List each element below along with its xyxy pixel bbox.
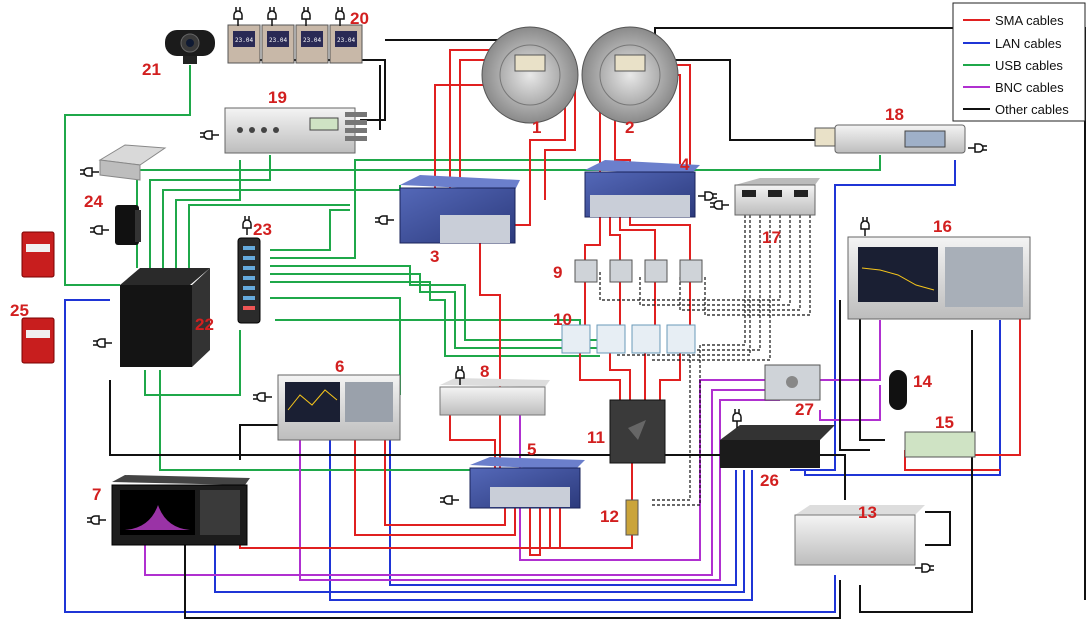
power-plug-icon xyxy=(243,216,251,235)
network-switch xyxy=(720,409,835,468)
temp-readout: 23.04 xyxy=(235,37,253,44)
amplifier-15 xyxy=(905,432,975,457)
power-plug-icon xyxy=(336,7,344,26)
power-plug-icon xyxy=(80,168,99,176)
power-plug-icon xyxy=(234,7,242,26)
label-23: 23 xyxy=(253,220,272,239)
power-plug-icon xyxy=(93,339,112,347)
rf-module-3 xyxy=(375,175,520,243)
label-6: 6 xyxy=(335,357,344,376)
splitters xyxy=(575,260,702,282)
legend-label: Other cables xyxy=(995,102,1069,117)
power-plug-icon xyxy=(375,216,394,224)
rf-module-5 xyxy=(440,457,585,508)
webcam-icon xyxy=(165,30,215,64)
power-plug-icon xyxy=(733,409,741,428)
label-27: 27 xyxy=(795,400,814,419)
power-plug-icon xyxy=(698,192,717,200)
bench-instrument-18 xyxy=(815,125,987,153)
power-supply xyxy=(710,178,820,215)
power-plug-icon xyxy=(253,393,272,401)
temp-readout: 23.04 xyxy=(337,37,355,44)
power-plug-icon xyxy=(440,496,459,504)
attenuators xyxy=(562,325,695,353)
label-2: 2 xyxy=(625,118,634,137)
legend-label: BNC cables xyxy=(995,80,1064,95)
legend-label: LAN cables xyxy=(995,36,1062,51)
legend-label: SMA cables xyxy=(995,13,1064,28)
power-plug-icon xyxy=(968,144,987,152)
legend: SMA cables LAN cables USB cables BNC cab… xyxy=(953,3,1085,121)
power-plug-icon xyxy=(200,131,219,139)
power-plug-icon xyxy=(915,564,934,572)
pc-tower xyxy=(93,268,210,367)
label-22: 22 xyxy=(195,315,214,334)
label-13: 13 xyxy=(858,503,877,522)
power-plug-icon xyxy=(87,516,106,524)
power-plug-icon xyxy=(710,201,729,209)
power-plug-icon xyxy=(90,226,109,234)
temp-controller: 23.04 xyxy=(296,25,328,63)
antenna-icon xyxy=(889,370,907,410)
label-25: 25 xyxy=(10,301,29,320)
temperature-controllers: 23.04 23.04 23.04 23.04 xyxy=(228,7,362,63)
rf-switch-27 xyxy=(765,365,820,400)
combiner xyxy=(610,400,665,463)
legend-label: USB cables xyxy=(995,58,1063,73)
temp-controller: 23.04 xyxy=(228,25,260,63)
label-20: 20 xyxy=(350,9,369,28)
probe-station-1 xyxy=(482,27,578,123)
spectrum-analyzer-7 xyxy=(87,475,250,545)
label-15: 15 xyxy=(935,413,954,432)
label-9: 9 xyxy=(553,263,562,282)
label-24: 24 xyxy=(84,192,103,211)
label-19: 19 xyxy=(268,88,287,107)
rack-controller xyxy=(200,108,367,153)
module-8 xyxy=(440,366,550,415)
network-analyzer xyxy=(253,375,400,440)
label-16: 16 xyxy=(933,217,952,236)
power-plug-icon xyxy=(302,7,310,26)
probe-station-2 xyxy=(582,27,678,123)
hard-drive-icon xyxy=(22,232,54,363)
label-7: 7 xyxy=(92,485,101,504)
temp-readout: 23.04 xyxy=(269,37,287,44)
label-26: 26 xyxy=(760,471,779,490)
label-17: 17 xyxy=(762,228,781,247)
label-5: 5 xyxy=(527,440,536,459)
label-12: 12 xyxy=(600,507,619,526)
label-3: 3 xyxy=(430,247,439,266)
label-10: 10 xyxy=(553,310,572,329)
label-14: 14 xyxy=(913,372,932,391)
filter-12 xyxy=(626,500,638,535)
label-8: 8 xyxy=(480,362,489,381)
temp-controller: 23.04 xyxy=(330,25,362,63)
label-21: 21 xyxy=(142,60,161,79)
rf-module-4 xyxy=(585,160,717,217)
power-plug-icon xyxy=(861,217,869,236)
temp-readout: 23.04 xyxy=(303,37,321,44)
label-1: 1 xyxy=(532,118,541,137)
temp-controller: 23.04 xyxy=(262,25,294,63)
label-4: 4 xyxy=(680,155,690,174)
power-plug-icon xyxy=(268,7,276,26)
label-11: 11 xyxy=(587,428,605,447)
label-18: 18 xyxy=(885,105,904,124)
